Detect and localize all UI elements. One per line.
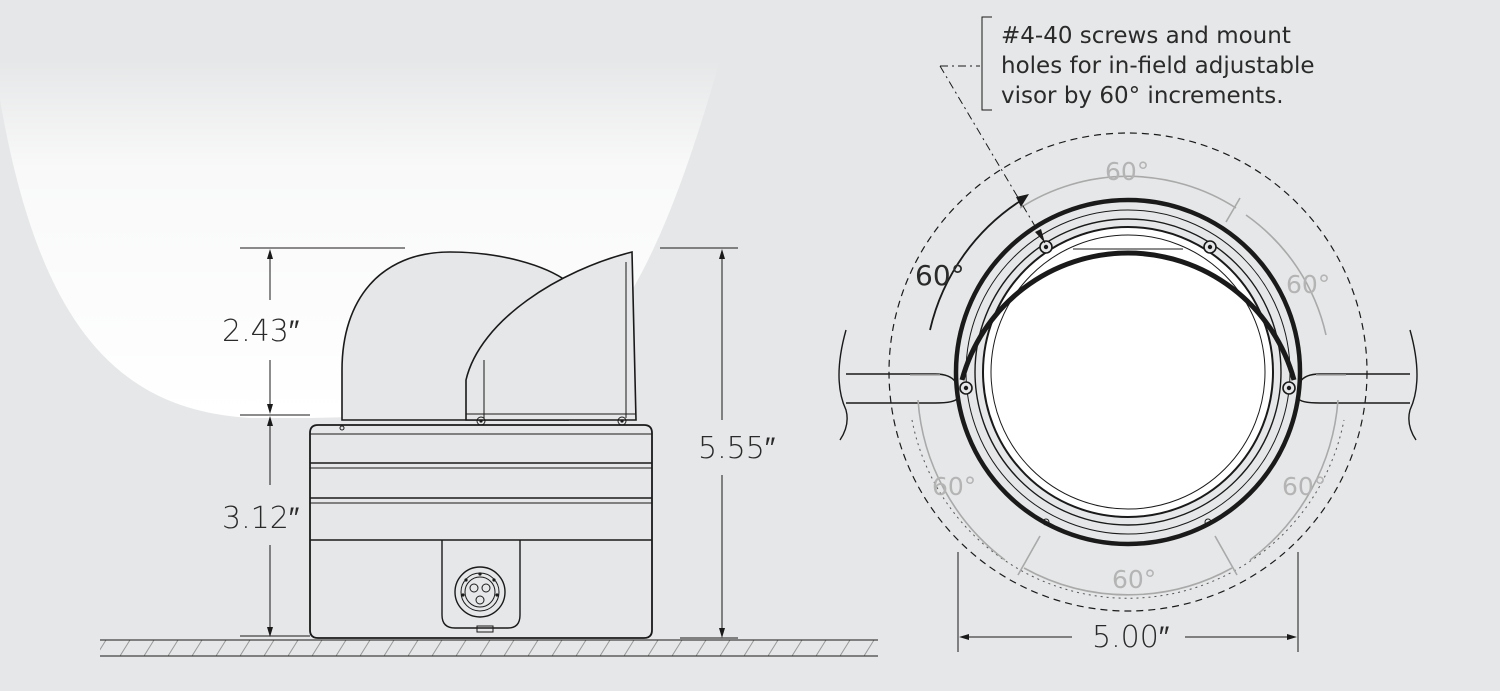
top-view: #4-40 screws and mount holes for in-fiel…	[838, 16, 1418, 655]
visor-screw-icon	[1039, 240, 1053, 254]
mount-hole-icon	[1042, 518, 1050, 526]
note-line-2: holes for in-field adjustable	[1001, 53, 1315, 79]
side-view: 2.43″ 3.12″ 5.55″	[0, 60, 878, 657]
visor-arc	[959, 250, 1297, 381]
note-line-3: visor by 60° increments.	[1001, 83, 1284, 109]
bar-screw-icon	[1282, 381, 1296, 395]
mount-hole-icon	[1204, 518, 1212, 526]
dim-label-total: 5.55″	[698, 431, 776, 466]
visor-sweep-circle	[888, 132, 1368, 612]
dim-line-lower	[267, 416, 273, 637]
ground-line	[100, 639, 878, 657]
angle-label-top: 60°	[1105, 157, 1149, 186]
angle-label-right-lower: 60°	[1282, 472, 1326, 501]
note-line-1: #4-40 screws and mount	[1001, 23, 1291, 49]
angle-label-left-lower: 60°	[932, 472, 976, 501]
dim-line-upper	[267, 249, 273, 414]
dim-label-lower: 3.12″	[222, 501, 300, 536]
connector-port	[441, 540, 521, 633]
dim-label-width: 5.00″	[1092, 620, 1170, 655]
mount-bar-left	[838, 329, 959, 441]
primary-angle-arc	[929, 197, 1026, 331]
visor-mount-plate	[465, 413, 637, 420]
lens-window	[982, 226, 1274, 518]
dim-label-upper: 2.43″	[222, 314, 300, 349]
dim-line-total	[719, 249, 725, 638]
visor	[465, 250, 637, 421]
visor-screw-icon	[1203, 240, 1217, 254]
housing	[309, 424, 653, 639]
angle-label-right-upper: 60°	[1286, 270, 1330, 299]
angle-label-bottom: 60°	[1112, 565, 1156, 594]
mount-bar-right	[1297, 329, 1418, 441]
dim-line-width	[957, 552, 1299, 652]
bar-screw-icon	[959, 381, 973, 395]
note-leader	[939, 65, 1046, 244]
angle-label-primary: 60°	[915, 259, 965, 292]
